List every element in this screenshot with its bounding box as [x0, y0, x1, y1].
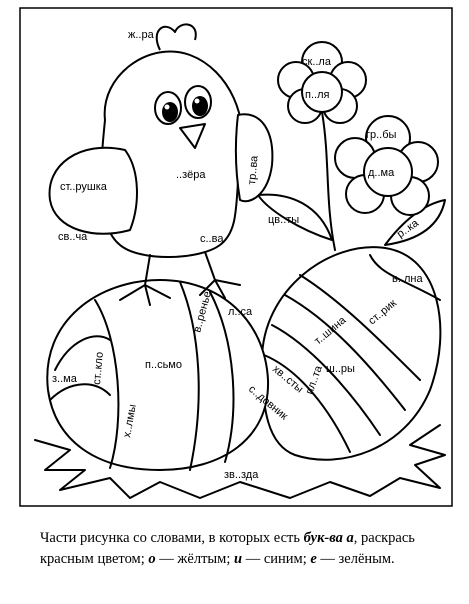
flower-stem	[321, 111, 336, 251]
label-sova: с..ва	[200, 233, 224, 245]
grass	[34, 424, 446, 499]
instruction-text: Части рисунка со словами, в которых есть…	[40, 530, 415, 567]
label-zyora: ..зёра	[176, 169, 206, 181]
label-polya: п..ля	[305, 89, 329, 101]
bottom-flower	[334, 115, 439, 216]
label-lesa: л..са	[228, 306, 253, 318]
label-pismo: п..сьмо	[145, 359, 182, 371]
picture-frame	[19, 7, 453, 507]
coloring-picture: ж..ра ..зёра тр..ва ст..рушка св..ча с..…	[19, 7, 453, 507]
right-egg	[261, 246, 442, 461]
label-cvety: цв..ты	[268, 214, 299, 226]
label-trava: тр..ва	[246, 154, 261, 185]
chick	[48, 23, 274, 306]
label-griby: гр..бы	[366, 129, 397, 141]
label-skala: ск..ла	[302, 56, 332, 68]
label-doma: д..ма	[368, 167, 395, 179]
label-holmy: х..лмы	[121, 403, 139, 438]
top-flower	[277, 41, 367, 124]
label-steklo: ст..кло	[91, 351, 106, 385]
leaf-right	[384, 199, 446, 246]
left-egg	[46, 279, 270, 471]
label-shary: ш..ры	[326, 363, 355, 375]
label-zvezda: зв..зда	[224, 469, 259, 481]
label-zhara: ж..ра	[128, 29, 155, 41]
label-starushka: ст..рушка	[60, 181, 108, 193]
label-volna: в..лна	[392, 273, 423, 285]
label-svecha: св..ча	[58, 231, 88, 243]
label-zima: з..ма	[52, 373, 78, 385]
